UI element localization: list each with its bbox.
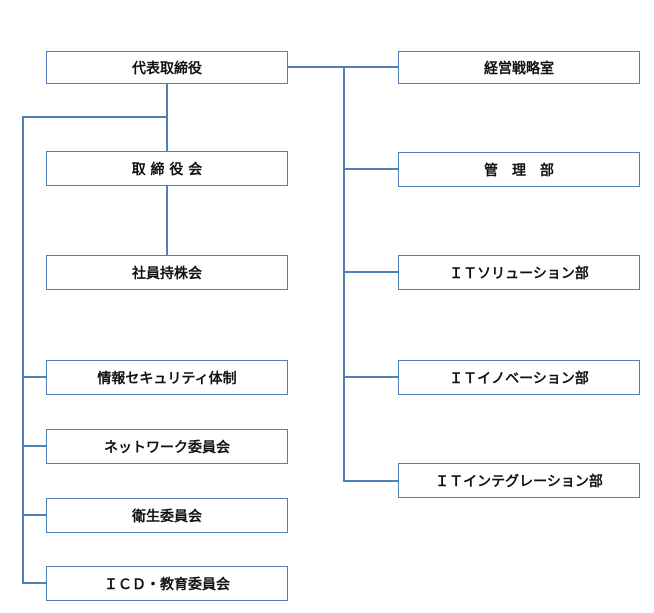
org-box-label: ＩＴインテグレーション部 [435, 473, 603, 490]
connector-board-to-esop [166, 186, 168, 255]
connector-it-innovation [343, 376, 398, 378]
org-box-label: 管 理 部 [484, 162, 554, 179]
connector-health-committee [22, 514, 46, 516]
org-box-health-committee: 衛生委員会 [46, 498, 288, 533]
org-box-label: 経営戦略室 [484, 60, 554, 77]
connector-left-branch [22, 116, 167, 118]
org-box-label: 代表取締役 [132, 60, 202, 77]
org-box-label: ネットワーク委員会 [104, 439, 230, 456]
connector-network-committee [22, 445, 46, 447]
org-box-label: 衛生委員会 [132, 508, 202, 525]
org-box-label: 社員持株会 [132, 265, 202, 282]
connector-ceo-to-board [166, 84, 168, 151]
connector-it-integration [343, 480, 398, 482]
org-box-representative-director: 代表取締役 [46, 51, 288, 84]
org-box-label: ＩＴイノベーション部 [449, 370, 589, 387]
connector-kanribu [343, 168, 398, 170]
org-box-label: ＩＣＤ・教育委員会 [104, 576, 230, 593]
org-box-label: 情報セキュリティ体制 [97, 370, 237, 387]
org-box-board-of-directors: 取 締 役 会 [46, 151, 288, 186]
org-box-network-committee: ネットワーク委員会 [46, 429, 288, 464]
connector-right-trunk [343, 66, 345, 482]
org-box-administration: 管 理 部 [398, 152, 640, 187]
org-box-info-security: 情報セキュリティ体制 [46, 360, 288, 395]
org-box-corporate-strategy: 経営戦略室 [398, 51, 640, 84]
org-box-it-solution: ＩＴソリューション部 [398, 255, 640, 290]
connector-icd-committee [22, 582, 46, 584]
org-box-employee-stock-ownership: 社員持株会 [46, 255, 288, 290]
connector-left-trunk [22, 116, 24, 584]
org-box-it-integration: ＩＴインテグレーション部 [398, 463, 640, 498]
org-box-label: ＩＴソリューション部 [449, 265, 589, 282]
connector-it-solution [343, 271, 398, 273]
org-box-label: 取 締 役 会 [131, 161, 203, 178]
org-box-icd-education-committee: ＩＣＤ・教育委員会 [46, 566, 288, 601]
org-box-it-innovation: ＩＴイノベーション部 [398, 360, 640, 395]
connector-info-security [22, 376, 46, 378]
